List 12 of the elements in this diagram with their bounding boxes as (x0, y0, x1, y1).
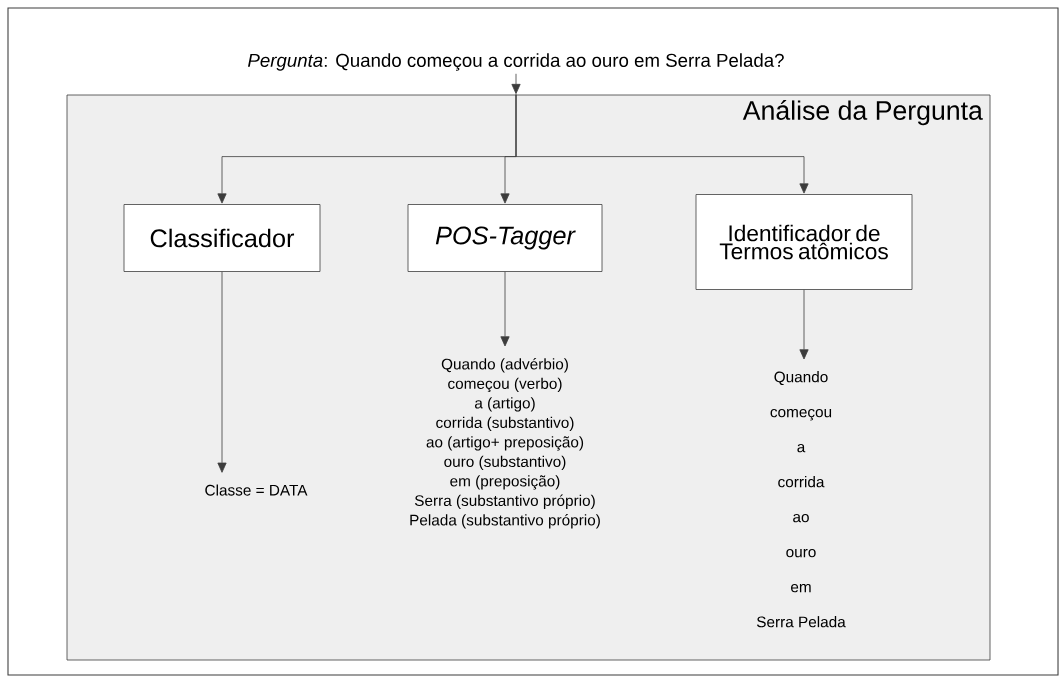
arrow (799, 289, 809, 360)
arrow (511, 73, 521, 94)
arrow (217, 271, 227, 473)
process-box: Identificador de Termos atômicos (695, 194, 913, 290)
process-box: Classificador (123, 204, 321, 272)
text-label: Pergunta: Quando começou a corrida ao ouro em Serra Pelada? (248, 53, 784, 71)
arrow (515, 94, 809, 194)
arrow (500, 271, 510, 347)
text-list: Quando (advérbio) começou (verbo) a (artigo) corrida (substantivo) ao (artigo+ preposição) ouro (substantivo) em (preposição) Serra (substantivo próprio) Pelada (substantivo próprio) (410, 358, 600, 529)
process-box: POS-Tagger (407, 204, 603, 272)
text-list: Quando começou a corrida ao ouro em Serra Pelada (756, 371, 846, 628)
text-label: Classe = DATA (205, 484, 308, 496)
